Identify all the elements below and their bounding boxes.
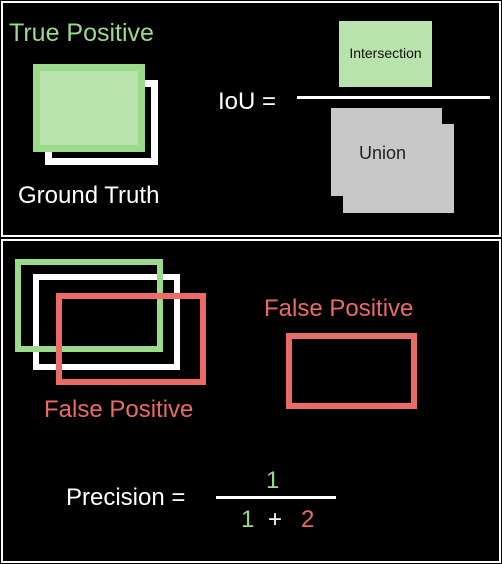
false-positive-label-right: False Positive [264, 295, 414, 322]
precision-plus-sign: + [268, 506, 283, 533]
top-panel [1, 1, 501, 237]
ground-truth-label: Ground Truth [18, 182, 160, 209]
precision-denominator-false-positive: 2 [301, 506, 315, 533]
intersection-box [339, 21, 432, 87]
precision-numerator: 1 [266, 467, 280, 494]
intersection-label: Intersection [349, 45, 422, 61]
false-positive-label-left: False Positive [44, 396, 194, 423]
bottom-panel [1, 239, 501, 563]
iou-fraction-line [297, 96, 490, 99]
true-positive-box [15, 259, 163, 352]
union-label: Union [359, 143, 407, 163]
precision-label: Precision = [66, 484, 186, 511]
true-positive-label: True Positive [9, 19, 154, 47]
false-positive-box-separate [286, 333, 417, 409]
iou-label: IoU = [218, 88, 277, 115]
precision-fraction-line [216, 496, 336, 499]
union-front-box [331, 108, 442, 196]
false-positive-box-overlap [56, 293, 206, 385]
ground-truth-box [33, 274, 180, 370]
true-positive-box [33, 64, 145, 152]
precision-denominator-true-positive: 1 [241, 506, 255, 533]
